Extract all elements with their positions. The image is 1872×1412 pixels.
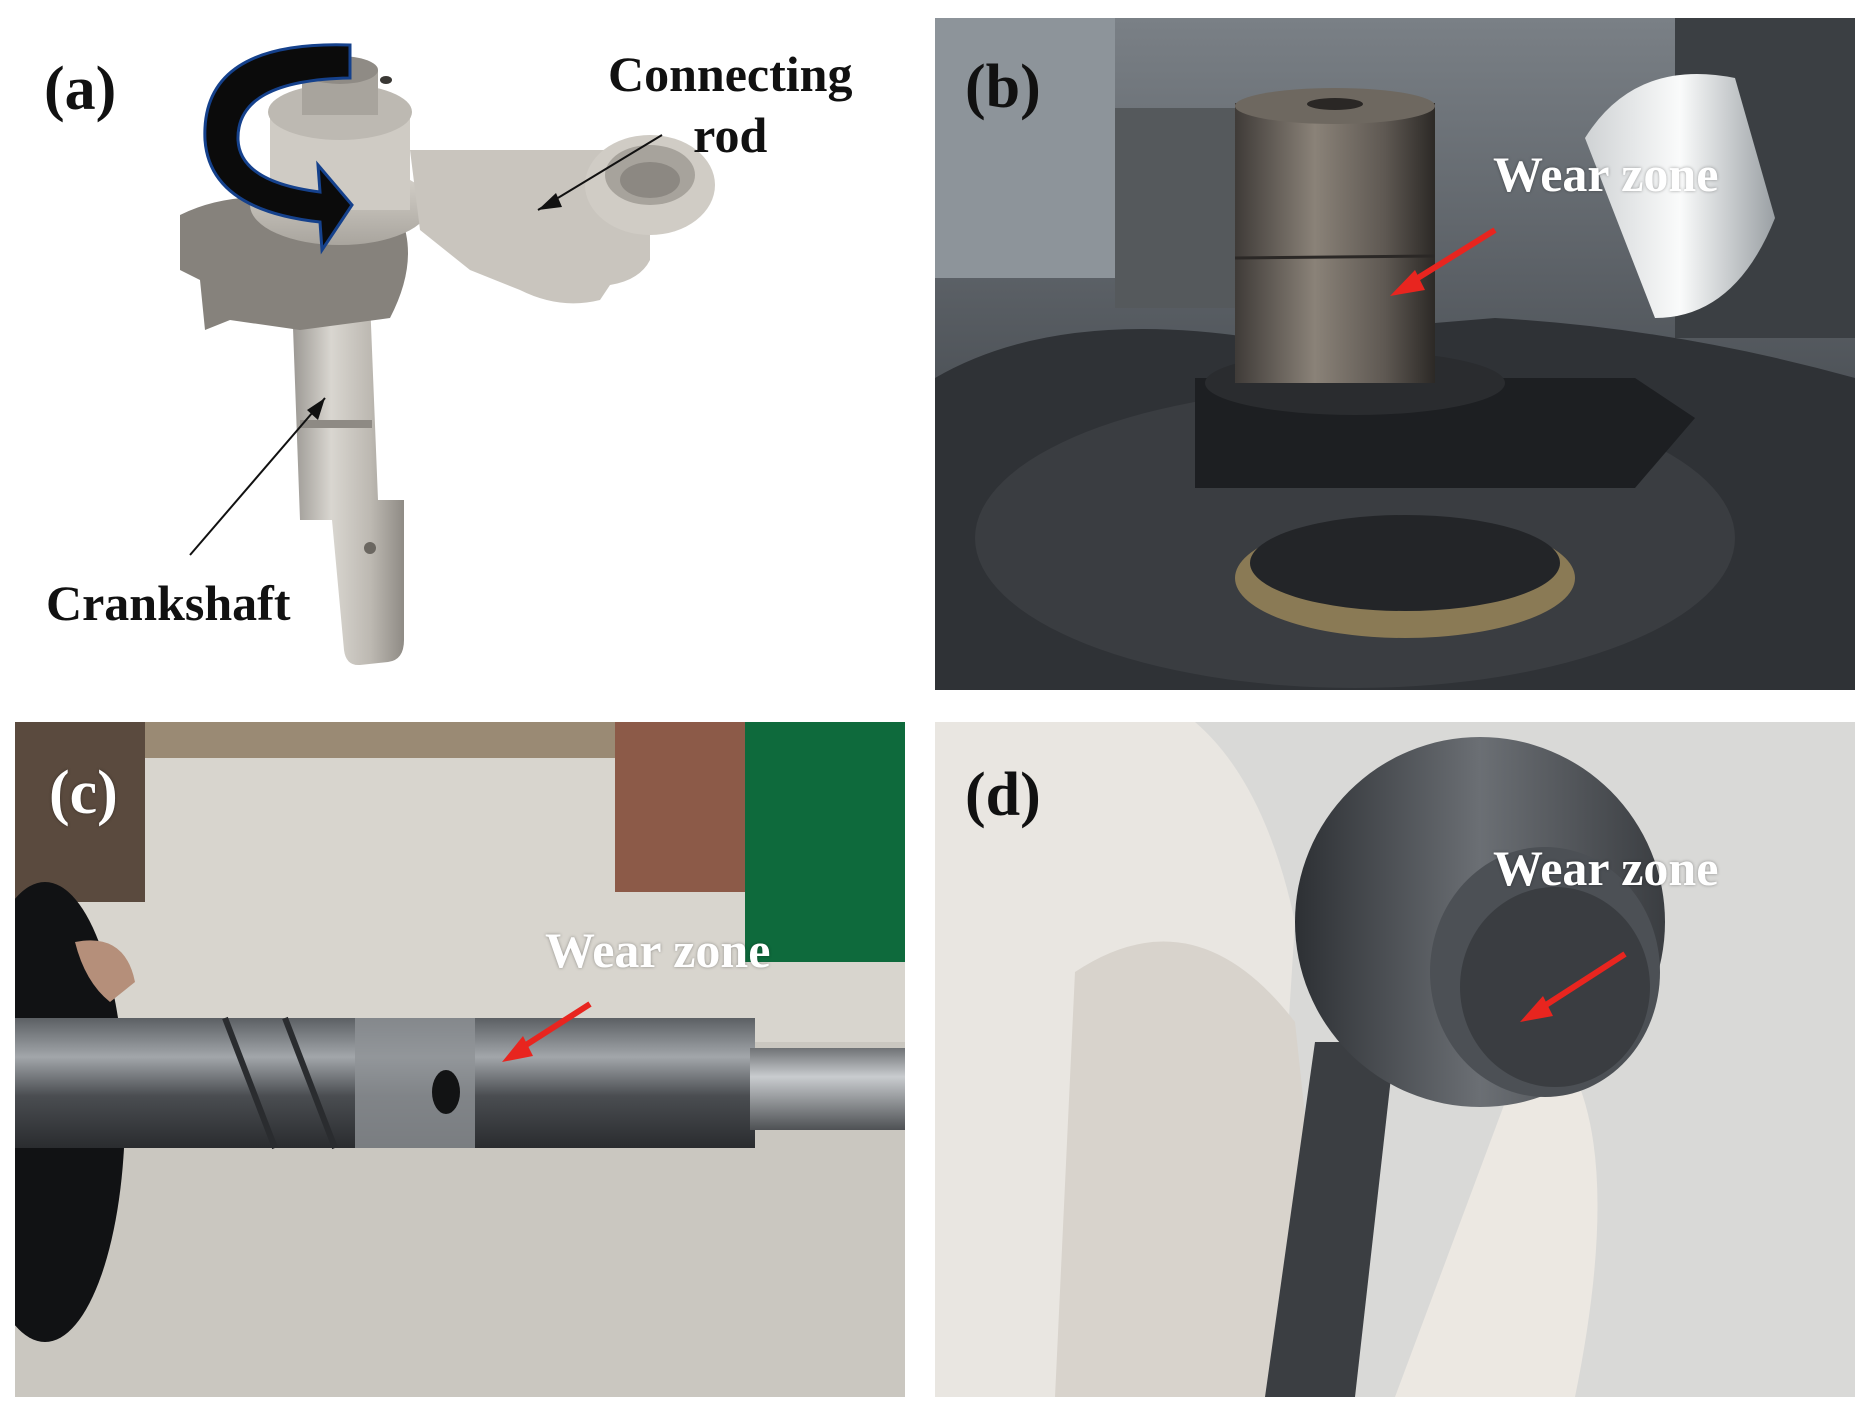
panel-b: (b) Wear zone xyxy=(935,18,1855,690)
wear-zone-label-b: Wear zone xyxy=(1493,146,1719,202)
crankshaft-wear-photo xyxy=(15,722,905,1397)
panel-d: (d) Wear zone xyxy=(935,722,1855,1397)
wear-zone-label-c: Wear zone xyxy=(545,922,771,978)
panel-label-d: (d) xyxy=(965,761,1041,829)
connecting-rod-label: Connecting rod xyxy=(608,46,853,163)
connecting-rod-wear-photo xyxy=(935,722,1855,1397)
panel-c: (c) Wear zone xyxy=(15,722,905,1397)
panel-label-a: (a) xyxy=(44,55,117,123)
crankshaft-label: Crankshaft xyxy=(46,575,291,631)
panel-label-c: (c) xyxy=(49,759,118,827)
wear-zone-label-d: Wear zone xyxy=(1493,840,1719,896)
crankshaft-assembly-photo xyxy=(180,43,715,666)
compressor-assembly-photo xyxy=(935,18,1855,690)
panel-a: (a) Connecting rod Crankshaft xyxy=(0,0,920,690)
panel-label-b: (b) xyxy=(965,53,1041,121)
